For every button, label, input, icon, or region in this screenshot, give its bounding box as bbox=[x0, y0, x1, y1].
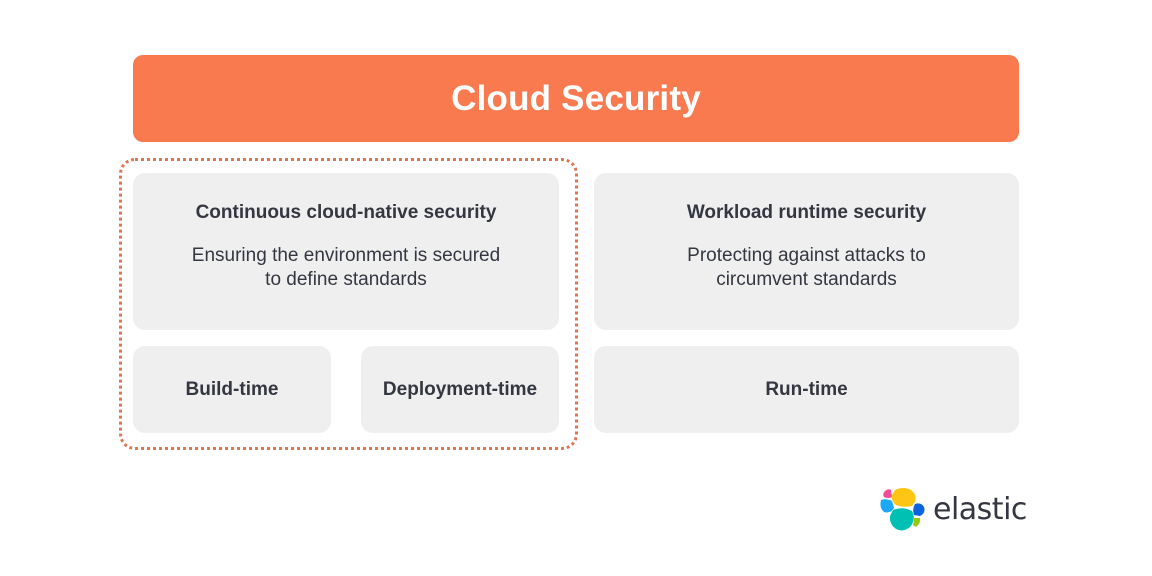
elastic-logo: elastic bbox=[879, 487, 1027, 533]
workload-security-title: Workload runtime security bbox=[686, 201, 927, 223]
build-time-label: Build-time bbox=[185, 378, 279, 400]
workload-runtime-security-card: Workload runtime security Protecting aga… bbox=[594, 173, 1019, 330]
deployment-time-label: Deployment-time bbox=[382, 378, 538, 400]
run-time-label: Run-time bbox=[765, 378, 848, 400]
run-time-card: Run-time bbox=[594, 346, 1019, 433]
continuous-security-title: Continuous cloud-native security bbox=[195, 201, 497, 223]
cloud-security-banner: Cloud Security bbox=[133, 55, 1019, 142]
build-time-card: Build-time bbox=[133, 346, 331, 433]
workload-security-description: Protecting against attacks to circumvent… bbox=[687, 244, 926, 290]
elastic-logo-icon bbox=[880, 488, 925, 531]
continuous-cloud-native-security-card: Continuous cloud-native security Ensurin… bbox=[133, 173, 559, 330]
elastic-logo-text: elastic bbox=[933, 492, 1027, 527]
continuous-security-highlight-border bbox=[119, 158, 578, 450]
banner-title: Cloud Security bbox=[451, 78, 701, 118]
continuous-security-description: Ensuring the environment is secured to d… bbox=[191, 244, 501, 290]
deployment-time-card: Deployment-time bbox=[361, 346, 559, 433]
